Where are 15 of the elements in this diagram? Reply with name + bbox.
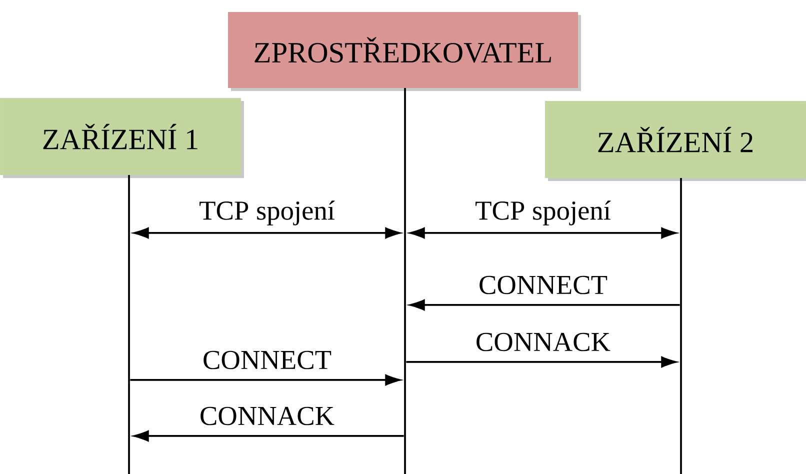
- arrow: [406, 356, 676, 368]
- participant-box: ZAŘÍZENÍ 2: [545, 101, 806, 181]
- edge-label: TCP spojení: [474, 199, 612, 227]
- arrow: [134, 430, 404, 442]
- lifeline: [680, 178, 682, 474]
- lifeline: [404, 88, 406, 474]
- edge-label: CONNACK: [198, 405, 336, 426]
- edge-label: CONNECT: [201, 349, 333, 370]
- participant-box: ZAŘÍZENÍ 1: [0, 98, 244, 178]
- arrow: [410, 228, 676, 238]
- edge-label: CONNECT: [477, 274, 609, 296]
- participant-box: ZPROSTŘEDKOVATEL: [228, 12, 581, 91]
- edge-label: CONNACK: [474, 331, 612, 352]
- lifeline: [128, 175, 130, 474]
- edge-label: TCP spojení: [198, 199, 336, 227]
